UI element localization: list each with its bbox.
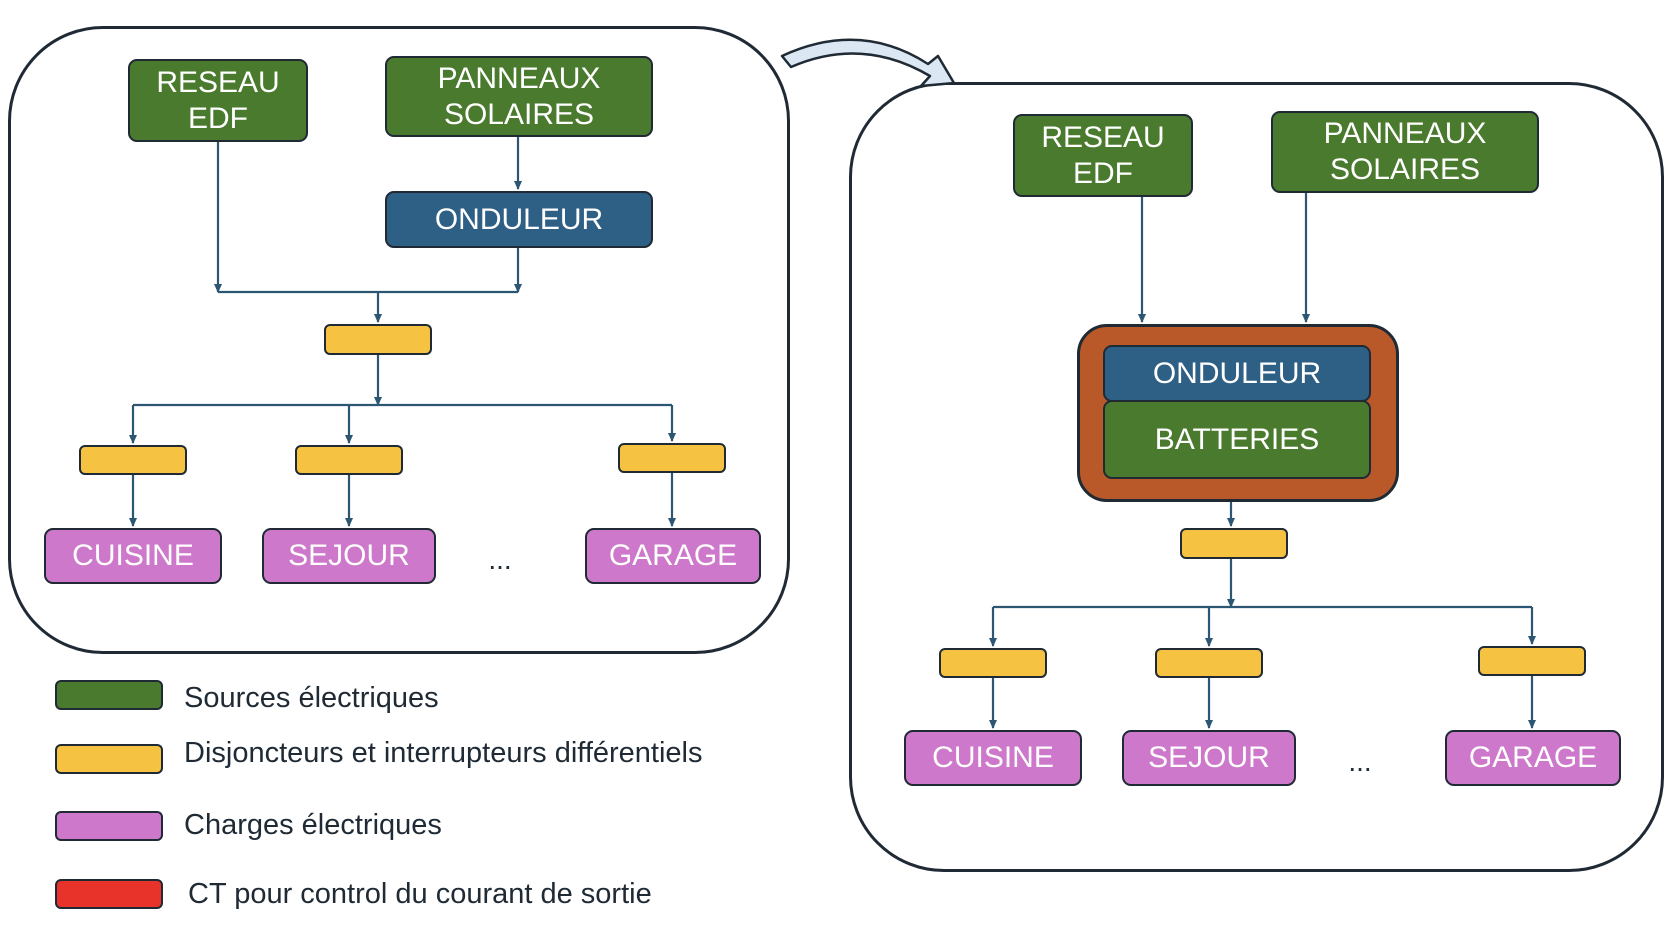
legend-swatch-loads: [55, 811, 163, 841]
main-breaker: [324, 324, 432, 355]
legend-label-loads: Charges électriques: [184, 809, 442, 841]
load-garage: GARAGE: [1445, 730, 1621, 786]
more-loads-ellipsis: ...: [1348, 746, 1372, 777]
load-garage: GARAGE: [585, 528, 761, 584]
inverter-label: ONDULEUR: [434, 202, 604, 236]
legend-swatch-breakers: [55, 744, 163, 774]
legend-label-sources: Sources électriques: [184, 682, 439, 714]
load-label: SEJOUR: [288, 539, 410, 572]
load-label: CUISINE: [932, 741, 1054, 774]
more-loads-ellipsis: ...: [488, 544, 512, 575]
inverter-box: ONDULEUR: [385, 191, 653, 248]
curved-arrow-right-icon: [780, 38, 956, 88]
load-sejour: SEJOUR: [262, 528, 436, 584]
inverter-box: ONDULEUR: [1103, 345, 1371, 402]
load-cuisine: CUISINE: [44, 528, 222, 584]
solar-panels-box: PANNEAUX SOLAIRES: [1271, 111, 1539, 193]
grid-source-box: RESEAU EDF: [1013, 114, 1193, 197]
grid-source-label: RESEAU EDF: [1041, 120, 1165, 190]
legend-swatch-sources: [55, 680, 163, 710]
batteries-label: BATTERIES: [1154, 422, 1320, 456]
solar-panels-label: PANNEAUX SOLAIRES: [437, 61, 601, 131]
branch-breaker-2: [295, 445, 403, 475]
grid-source-label: RESEAU EDF: [156, 65, 280, 135]
grid-source-box: RESEAU EDF: [128, 59, 308, 142]
load-sejour: SEJOUR: [1122, 730, 1296, 786]
solar-panels-label: PANNEAUX SOLAIRES: [1323, 117, 1487, 186]
batteries-box: BATTERIES: [1103, 400, 1371, 479]
branch-breaker-2: [1155, 648, 1263, 678]
branch-breaker-3: [1478, 646, 1586, 676]
branch-breaker-1: [939, 648, 1047, 678]
load-label: GARAGE: [608, 539, 738, 572]
branch-breaker-3: [618, 443, 726, 473]
legend-label-ct: CT pour control du courant de sortie: [188, 878, 652, 910]
legend-label-breakers: Disjoncteurs et interrupteurs différenti…: [184, 737, 703, 769]
solar-panels-box: PANNEAUX SOLAIRES: [385, 56, 653, 137]
load-label: GARAGE: [1468, 741, 1598, 774]
legend-swatch-ct: [55, 879, 163, 909]
load-cuisine: CUISINE: [904, 730, 1082, 786]
load-label: CUISINE: [72, 539, 194, 572]
load-label: SEJOUR: [1148, 741, 1270, 774]
main-breaker: [1180, 528, 1288, 559]
branch-breaker-1: [79, 445, 187, 475]
inverter-label: ONDULEUR: [1152, 356, 1322, 390]
